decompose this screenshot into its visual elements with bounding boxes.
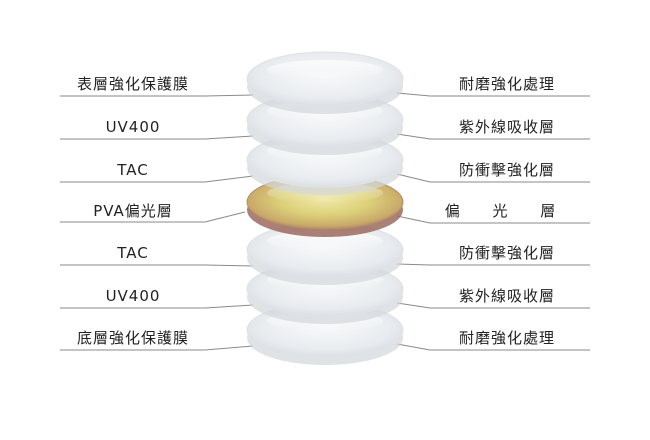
left-connector-line [204,304,254,309]
right-layer-label: 防衝擊強化層 [458,161,555,179]
left-connector-line [204,264,254,267]
left-connector-line [204,211,246,223]
left-layer-label: 表層強化保護膜 [76,75,189,93]
right-layer-label: 耐磨強化處理 [458,75,555,93]
right-layer-label: 紫外線吸收層 [458,287,555,305]
right-connector-line [396,263,431,266]
left-connector-line [204,135,254,140]
left-connector-line [204,345,254,351]
clear-lens-layer [246,51,404,114]
left-connector-line [204,94,254,97]
left-connector-line [204,175,254,183]
right-connector-line [396,343,431,351]
right-connector-line [396,173,431,183]
right-layer-label: 防衝擊強化層 [458,244,555,262]
left-layer-label: PVA偏光層 [93,202,173,220]
right-connector-line [396,302,431,309]
right-layer-label: 耐磨強化處理 [458,329,555,347]
right-layer-label: 偏 光 層 [444,202,570,220]
left-layer-label: 底層強化保護膜 [76,329,189,347]
left-layer-label: UV400 [105,287,161,305]
right-layer-label: 紫外線吸收層 [458,118,555,136]
left-layer-label: UV400 [105,118,161,136]
left-layer-label: TAC [117,244,149,262]
left-layer-label: TAC [117,161,149,179]
right-connector-line [396,215,431,224]
right-connector-line [396,92,431,97]
right-connector-line [396,133,431,140]
clear-lens-layer [246,222,404,285]
